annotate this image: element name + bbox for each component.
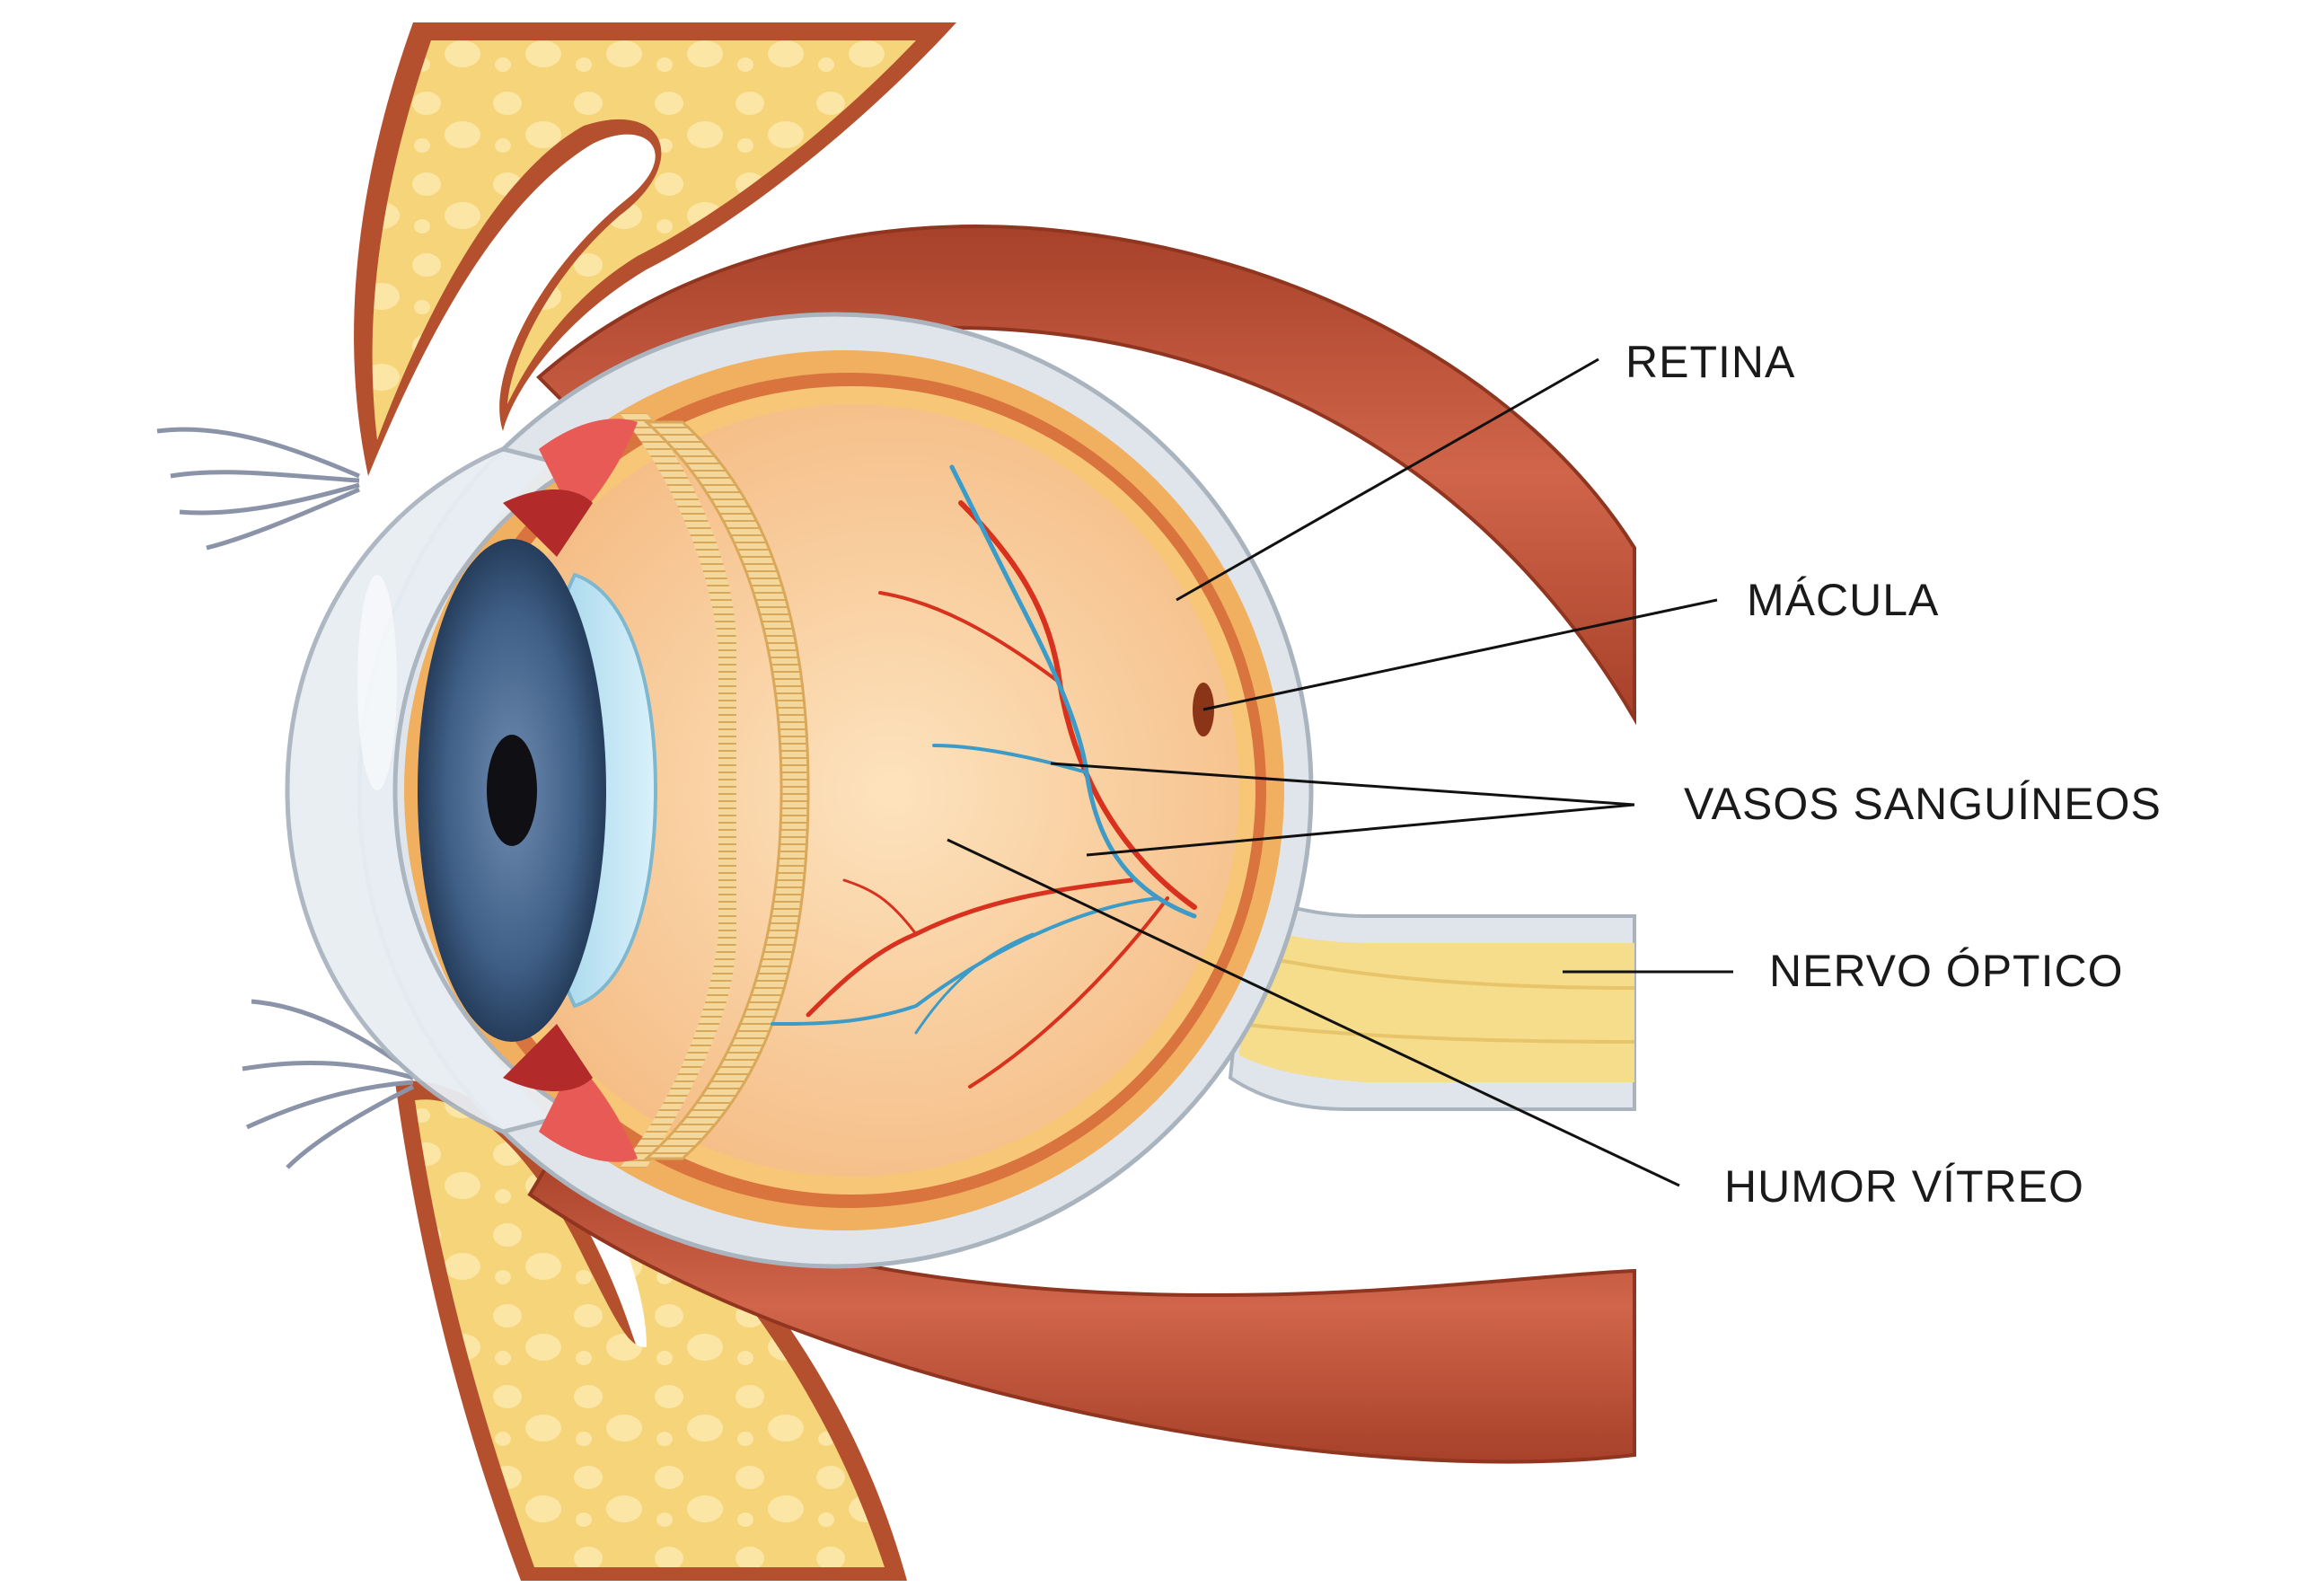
retina-label: RETINA [1625, 337, 1795, 387]
vessels-leader-line-2 [1086, 803, 1635, 857]
artery-branch-2 [806, 877, 1134, 1018]
macula-label: MÁCULA [1747, 575, 1939, 625]
inferior-rectus-muscle [527, 1147, 1636, 1464]
artery-branch-4 [968, 896, 1169, 1089]
vein-branch-3 [914, 932, 1035, 1035]
cornea-highlight [357, 575, 397, 790]
optic-nerve-label: NERVO ÓPTICO [1769, 946, 2123, 996]
lower-eyelid [395, 1080, 907, 1581]
upper-eyelashes [156, 427, 361, 551]
vessels-leader-line-1 [1050, 762, 1635, 807]
artery-branch-1 [878, 591, 1061, 684]
vein-branch-1 [932, 744, 1088, 774]
upper-eyelid [354, 22, 956, 476]
artery-branch-3 [842, 878, 918, 936]
vitreous-label: HUMOR VÍTREO [1724, 1161, 2084, 1212]
macula-leader-line [1202, 598, 1718, 711]
vein-main [949, 464, 1197, 919]
vitreous-humor [467, 404, 1239, 1177]
pupil [487, 735, 537, 846]
vein-branch-2 [771, 896, 1160, 1026]
vitreous-leader-line [947, 838, 1680, 1187]
iris-root-bottom [503, 1024, 593, 1091]
ciliary-band [643, 420, 810, 1160]
retina-leader-line [1176, 357, 1599, 602]
cornea [285, 446, 581, 1134]
blood-vessels [771, 464, 1197, 1089]
vessels-label: VASOS SANGUÍNEOS [1684, 779, 2162, 829]
iris-root-top [503, 489, 593, 557]
optic-nerve [1228, 895, 1636, 1111]
